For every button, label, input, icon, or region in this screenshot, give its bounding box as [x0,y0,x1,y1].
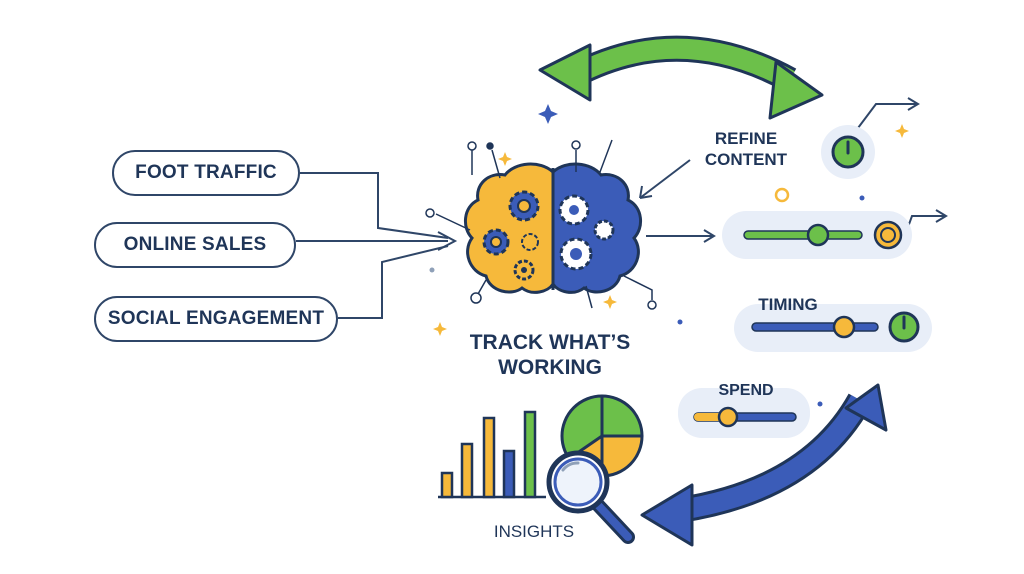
online-sales-pill: ONLINE SALES [94,222,296,268]
blue-cycle-arrow [640,383,888,547]
input-connectors [296,172,458,319]
timing-slider[interactable] [751,315,879,339]
center-title: TRACK WHAT’S WORKING [440,330,660,380]
refine-line2: CONTENT [704,150,788,169]
refine-line1: REFINE [714,129,778,148]
spend-slider[interactable] [693,406,797,428]
gear-icon [508,190,540,222]
gear-icon [482,228,510,256]
center-title-line1: TRACK WHAT’S [469,331,631,354]
gear-icon [521,233,539,251]
gear-icon [513,259,535,281]
timing-label: TIMING [758,295,818,314]
social-engagement-pill: SOCIAL ENGAGEMENT [94,296,338,342]
foot-traffic-label: FOOT TRAFFIC [135,162,277,183]
center-title-line2: WORKING [498,356,602,379]
magnifier-icon [546,450,635,544]
green-cycle-arrow [538,35,824,120]
bar-chart-icon [438,410,546,499]
foot-traffic-pill: FOOT TRAFFIC [112,150,300,196]
output-connectors [639,97,948,243]
refine-power-toggle[interactable] [821,125,875,179]
power-icon[interactable] [888,311,920,343]
insights-label: INSIGHTS [493,522,575,541]
gear-icon [559,237,593,271]
social-engagement-label: SOCIAL ENGAGEMENT [107,308,325,329]
content-slider[interactable] [743,220,903,250]
brain-icon [425,139,657,310]
refine-content-label: REFINE CONTENT [688,128,804,170]
sparkle-icon [429,104,909,407]
online-sales-label: ONLINE SALES [123,234,267,255]
gear-icon [593,219,615,241]
gear-icon [558,194,590,226]
spend-label: SPEND [718,382,774,399]
